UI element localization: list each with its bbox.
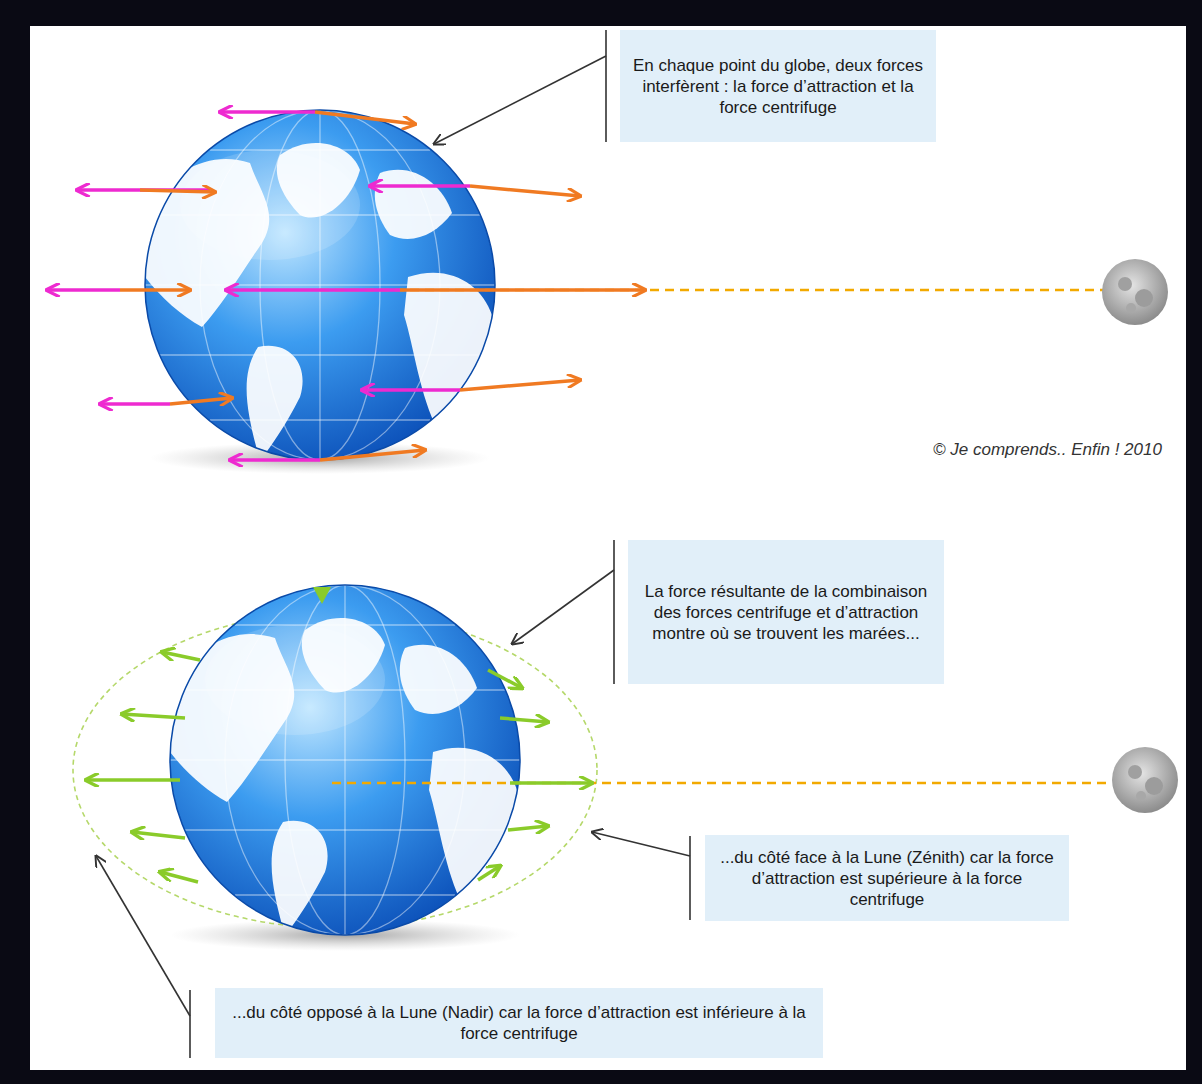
callout-text: ...du côté face à la Lune (Zénith) car l… bbox=[715, 847, 1059, 910]
copyright-note: © Je comprends.. Enfin ! 2010 bbox=[933, 440, 1162, 460]
callout-text: ...du côté opposé à la Lune (Nadir) car … bbox=[225, 1002, 813, 1044]
callout-box: ...du côté opposé à la Lune (Nadir) car … bbox=[215, 988, 823, 1058]
callout-box: ...du côté face à la Lune (Zénith) car l… bbox=[705, 835, 1069, 921]
callout-text: La force résultante de la combinaison de… bbox=[638, 581, 934, 644]
callout-box: La force résultante de la combinaison de… bbox=[628, 540, 944, 684]
callout-text: En chaque point du globe, deux forces in… bbox=[630, 55, 926, 118]
callout-box: En chaque point du globe, deux forces in… bbox=[620, 30, 936, 142]
